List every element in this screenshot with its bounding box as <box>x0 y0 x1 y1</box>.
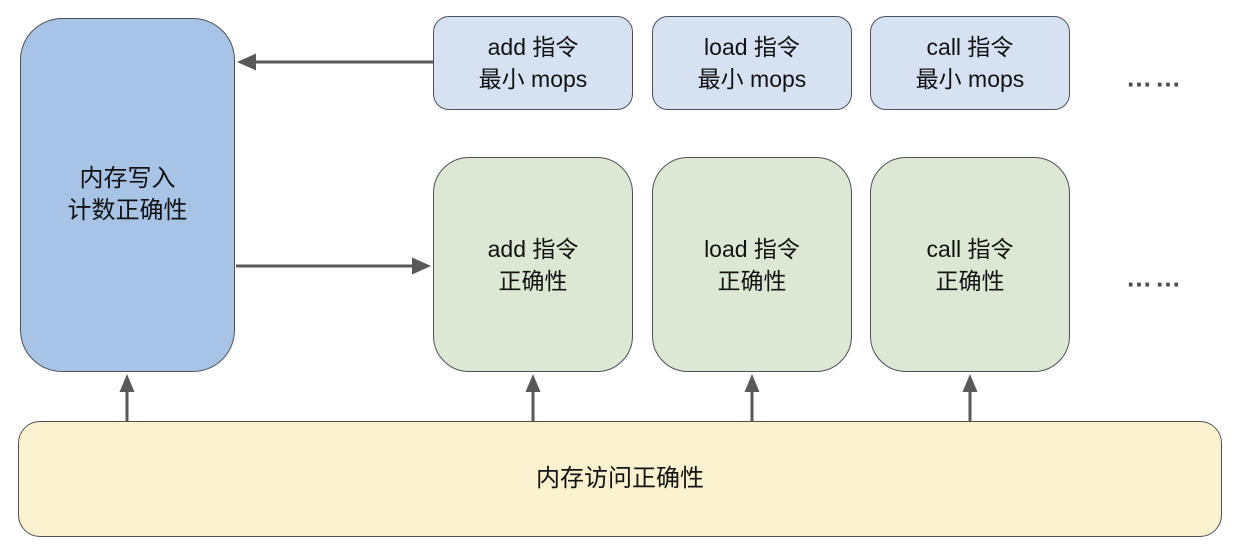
node-load-min-mops[interactable]: load 指令 最小 mops <box>652 16 852 110</box>
label-line: load 指令 <box>704 34 800 60</box>
node-add-correctness[interactable]: add 指令 正确性 <box>433 157 633 372</box>
node-call-correctness-label: call 指令 正确性 <box>927 233 1014 297</box>
node-memory-write-count[interactable]: 内存写入 计数正确性 <box>20 18 235 372</box>
arrow-access-to-load-correctness <box>744 374 760 421</box>
label-line: call 指令 <box>926 235 1014 262</box>
label-line: 正确性 <box>498 267 568 294</box>
label-line: 正确性 <box>717 267 787 294</box>
label-line: 计数正确性 <box>67 197 188 224</box>
node-add-min-mops-label: add 指令 最小 mops <box>479 31 588 95</box>
node-load-correctness[interactable]: load 指令 正确性 <box>652 157 852 372</box>
node-memory-access-correctness-label: 内存访问正确性 <box>536 463 704 495</box>
label-line: load 指令 <box>704 235 800 262</box>
arrow-access-to-add-correctness <box>525 374 541 421</box>
label-line: 正确性 <box>935 267 1005 294</box>
node-load-min-mops-label: load 指令 最小 mops <box>698 31 807 95</box>
arrow-memory-write-to-correctness <box>236 257 431 275</box>
label-line: 最小 mops <box>915 66 1025 92</box>
arrow-access-to-memory-write <box>119 374 135 421</box>
node-load-correctness-label: load 指令 正确性 <box>704 233 800 297</box>
node-call-correctness[interactable]: call 指令 正确性 <box>870 157 1070 372</box>
ellipsis-more-mops: …… <box>1126 62 1184 93</box>
label-line: call 指令 <box>926 34 1014 60</box>
arrow-access-to-call-correctness <box>962 374 978 421</box>
node-call-min-mops-label: call 指令 最小 mops <box>916 31 1025 95</box>
label-line: 内存访问正确性 <box>536 465 704 492</box>
label-line: add 指令 <box>487 235 579 262</box>
node-add-correctness-label: add 指令 正确性 <box>488 233 579 297</box>
arrow-mops-to-memory-write <box>237 53 433 71</box>
node-call-min-mops[interactable]: call 指令 最小 mops <box>870 16 1070 110</box>
node-add-min-mops[interactable]: add 指令 最小 mops <box>433 16 633 110</box>
node-memory-access-correctness[interactable]: 内存访问正确性 <box>18 421 1222 537</box>
label-line: add 指令 <box>487 34 579 60</box>
node-memory-write-count-label: 内存写入 计数正确性 <box>68 163 188 227</box>
label-line: 内存写入 <box>79 165 176 192</box>
label-line: 最小 mops <box>478 66 588 92</box>
ellipsis-more-correctness: …… <box>1126 262 1184 293</box>
label-line: 最小 mops <box>697 66 807 92</box>
